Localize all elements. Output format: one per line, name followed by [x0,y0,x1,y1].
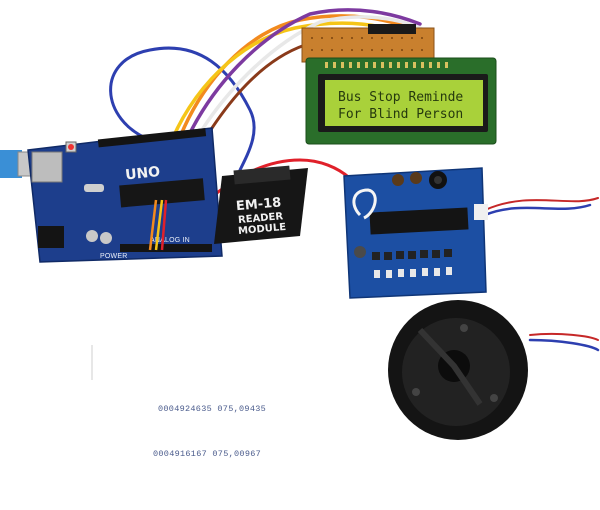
speaker-wire-red [484,197,599,211]
speaker-bracket [417,327,483,406]
voice-pcb [343,167,487,299]
capacitor-1 [86,230,98,242]
capacitor-2 [100,232,112,244]
atmega-chip [119,178,205,208]
speaker-wire-blue [483,203,592,217]
em18-reader: EM-18 READER MODULE [214,165,308,244]
arduino-usb-jack [31,151,63,183]
speaker-icon [388,300,528,440]
white-jumper [352,188,377,220]
lcd-module: Bus Stop Reminde For Blind Person [301,24,497,145]
em18-line-2: READER [238,211,284,226]
em18-top-tab [233,165,291,185]
analog-header [120,244,212,252]
push-button-row [372,249,452,260]
voice-speaker-connector [474,204,488,220]
lcd-header-connector [368,24,416,34]
rfid-tag-code-2: 0004916167 075,00967 [153,449,262,459]
voice-cap-3 [354,246,366,258]
arduino-brand: UNO [124,164,161,184]
white-wire [188,15,426,152]
lcd-screen [325,80,483,126]
voice-cap-2 [410,172,422,184]
voice-cap-1 [392,174,404,186]
jumper-bundle [148,199,168,251]
voice-module [343,167,488,299]
voice-ic [369,207,469,235]
purple-wire [180,8,422,152]
rfid-tag-code-1: 0004924635 075,09435 [158,404,267,414]
crystal [84,184,104,192]
speaker-lead-red [529,332,599,341]
blue-wire [109,46,256,172]
usb-port-icon [0,150,22,178]
led-row [374,267,452,278]
speaker-lead-blue [528,338,600,352]
em18-line-1: EM-18 [235,195,281,214]
arduino-power-jack [38,226,64,248]
em18-line-3: MODULE [238,222,287,237]
lcd-line-1: Bus Stop Reminde [338,90,463,105]
arduino-uno: UNO POWER ANALOG IN [27,127,223,263]
lcd-pin-row [325,62,448,68]
perfboard-holes [311,37,423,51]
em18-body [214,168,308,244]
arduino-analog-label: ANALOG IN [150,237,190,244]
arduino-power-label: POWER [100,253,127,260]
lcd-line-2: For Blind Person [338,107,463,122]
digital-header [97,128,207,148]
